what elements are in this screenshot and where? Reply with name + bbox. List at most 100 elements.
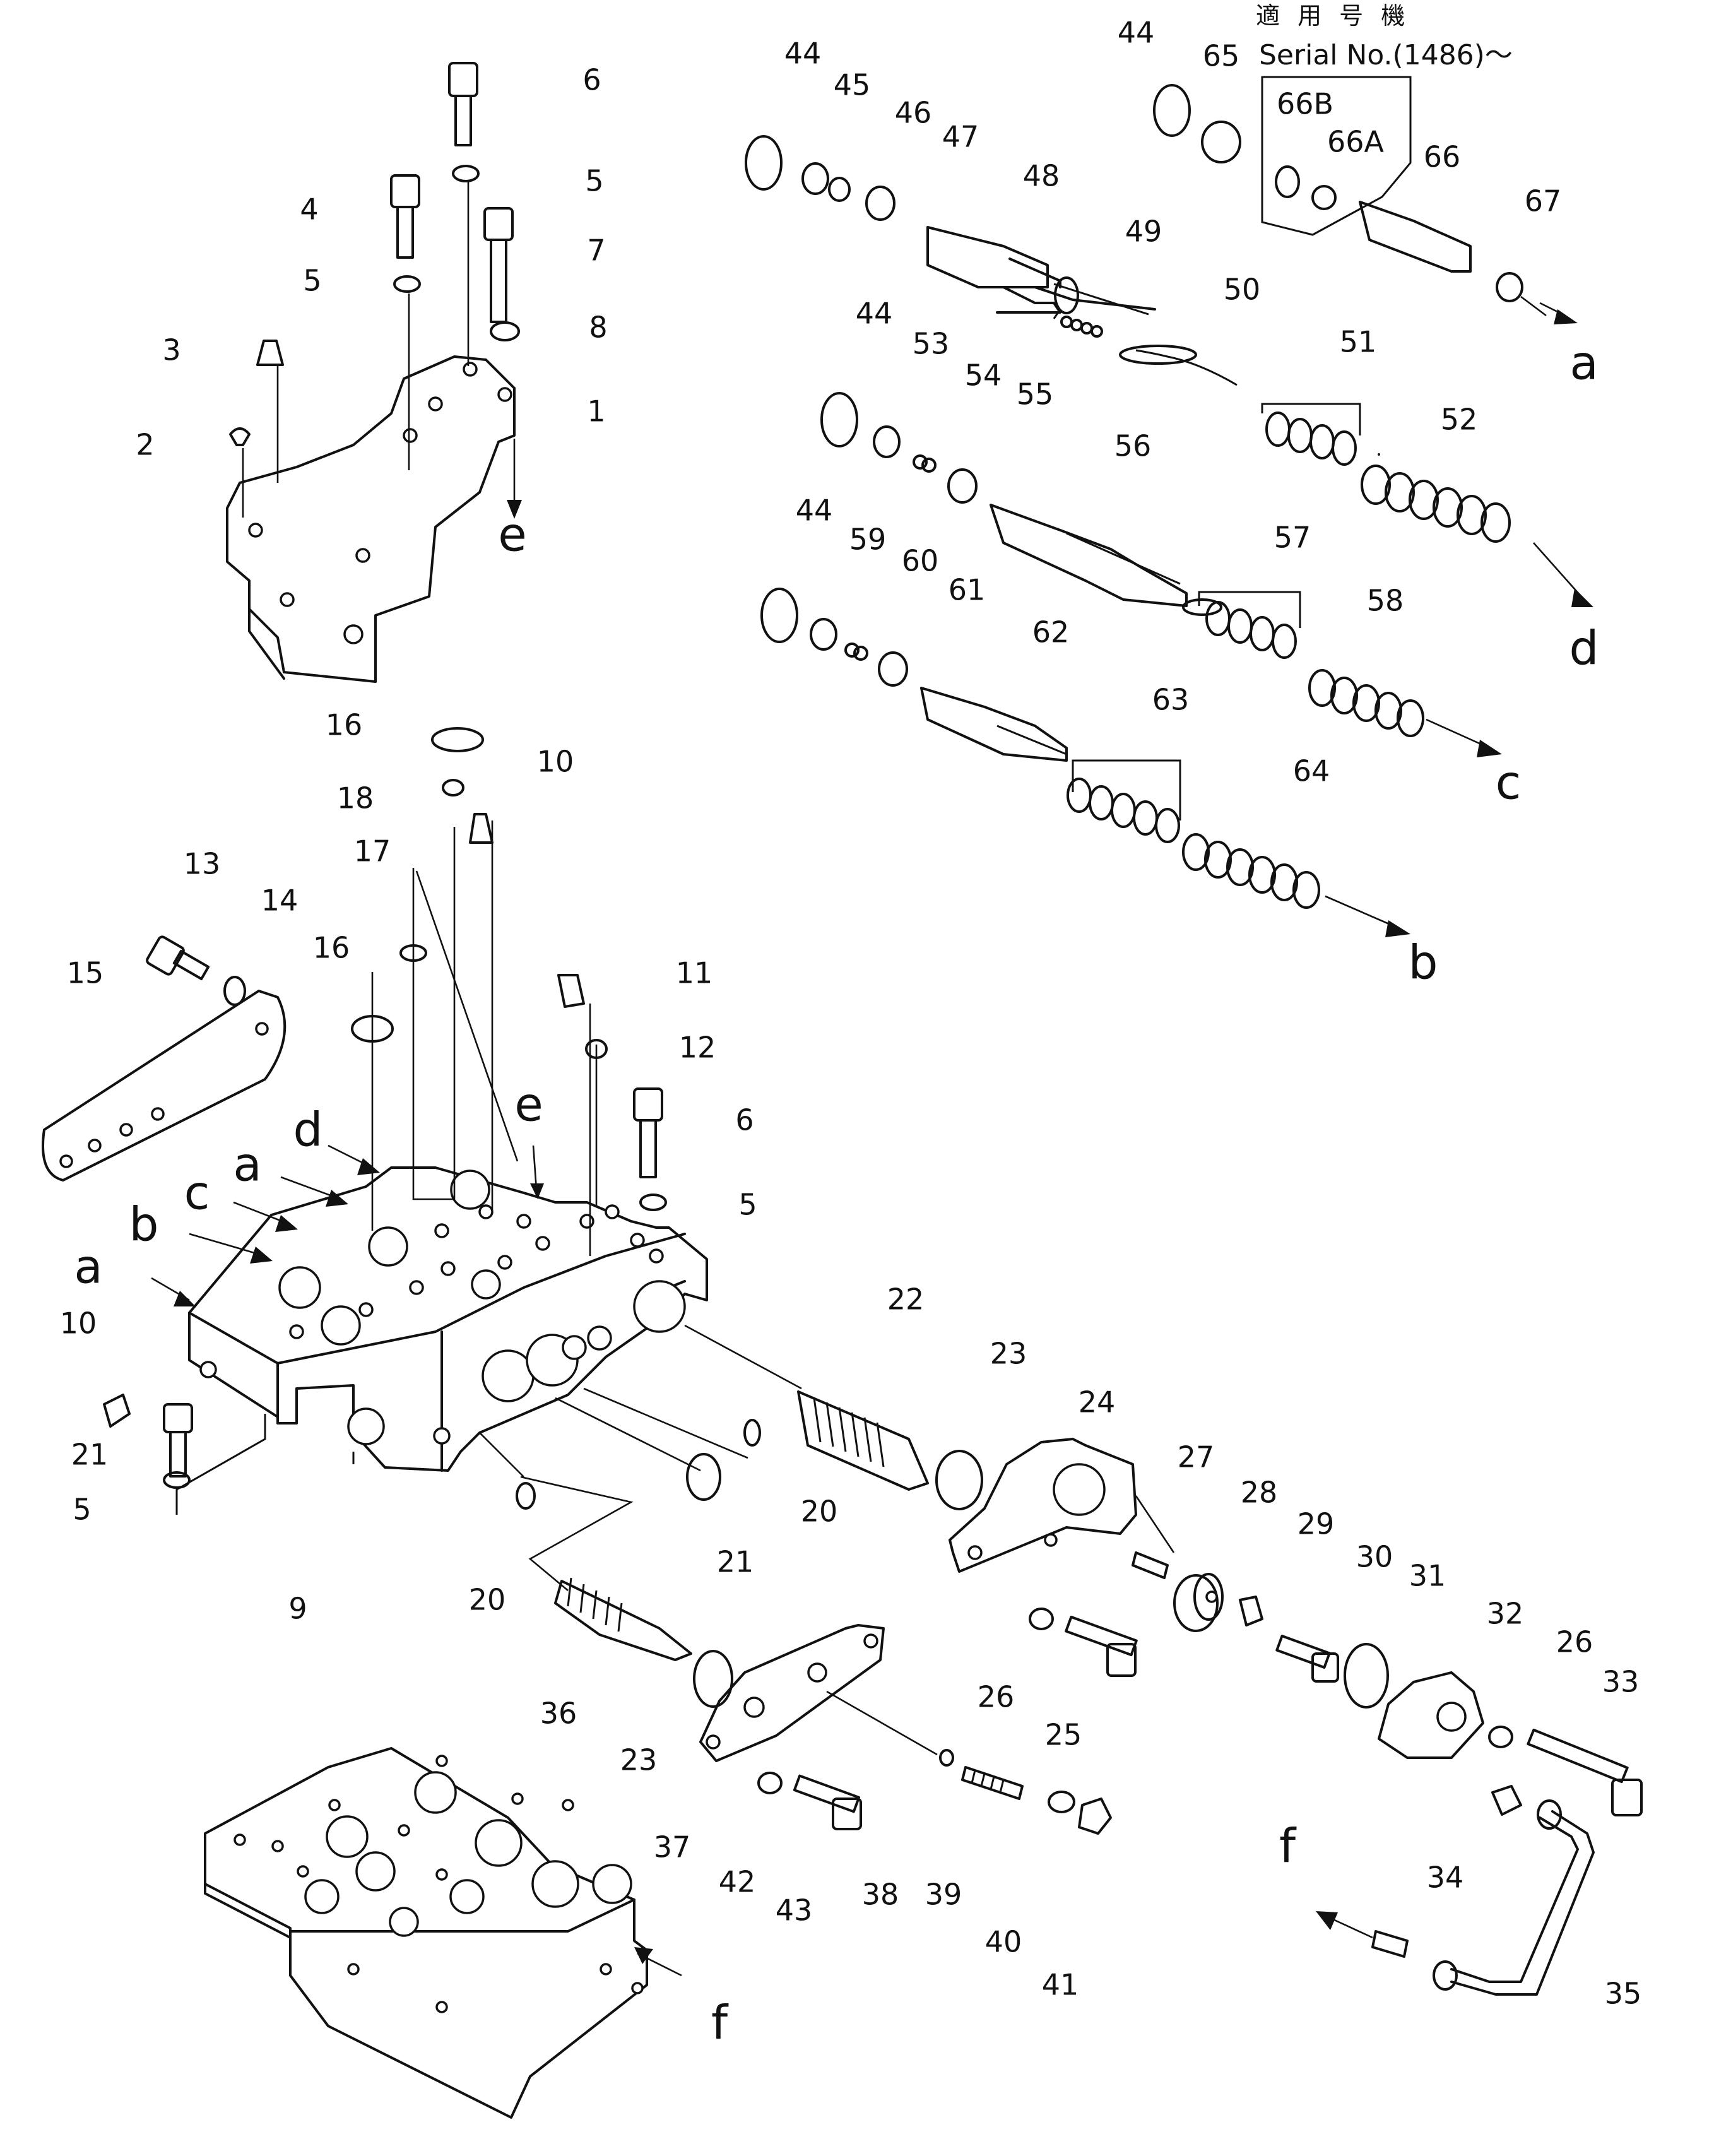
callout-labels: 1234556789101011121314151616171820202121… <box>60 16 1642 2011</box>
callout-c29: 29 <box>1297 1507 1335 1541</box>
bolt-33 <box>1527 1728 1643 1816</box>
callout-c25: 25 <box>1045 1718 1082 1752</box>
callout-c20a: 20 <box>801 1495 838 1529</box>
ref-letter-rf1: f <box>1279 1820 1297 1874</box>
callout-c1: 1 <box>587 394 605 429</box>
sleeve-22 <box>797 1390 929 1491</box>
bolt-25 <box>1065 1615 1138 1677</box>
bolt-6-body <box>633 1087 663 1178</box>
callout-c5b: 5 <box>303 264 321 298</box>
callout-c11: 11 <box>676 956 713 990</box>
callout-c14: 14 <box>261 884 298 918</box>
callout-c38: 38 <box>862 1878 899 1912</box>
callout-c16b: 16 <box>313 931 350 965</box>
bolt-21 <box>163 1403 193 1478</box>
callout-c4: 4 <box>300 192 318 227</box>
pipe-35 <box>1433 1799 1595 1996</box>
callout-c44c: 44 <box>856 297 893 331</box>
callout-c6a: 6 <box>582 63 601 97</box>
callout-c15: 15 <box>67 956 104 990</box>
ref-letter-rc2: c <box>184 1166 210 1221</box>
stud-39 <box>961 1766 1024 1800</box>
callout-c42: 42 <box>719 1865 756 1899</box>
callout-c44a: 44 <box>784 37 822 71</box>
callout-c26a: 26 <box>978 1680 1015 1714</box>
ref-letter-rd2: d <box>293 1103 323 1158</box>
washer-5-left-body <box>163 1471 191 1489</box>
callout-c24: 24 <box>1079 1385 1116 1419</box>
callout-c60: 60 <box>902 544 939 578</box>
callout-c31: 31 <box>1409 1559 1446 1593</box>
callout-c39: 39 <box>925 1878 962 1912</box>
cap-28 <box>1173 1573 1224 1632</box>
fitting-34 <box>1491 1785 1522 1816</box>
callout-c20b: 20 <box>469 1583 506 1617</box>
cover-plate <box>226 355 516 683</box>
serial-note-line1: 適 用 号 機 <box>1256 2 1410 30</box>
callout-c58: 58 <box>1367 584 1404 618</box>
spool-row-c <box>760 588 1502 762</box>
callout-c10b: 10 <box>60 1306 97 1341</box>
o-ring-16 <box>351 1015 394 1043</box>
plug-2 <box>229 427 251 446</box>
callout-c21a: 21 <box>717 1545 754 1579</box>
block-24 <box>949 1438 1137 1573</box>
callout-c9: 9 <box>288 1592 307 1626</box>
callout-c57: 57 <box>1274 521 1311 555</box>
o-ring-23-lower <box>693 1650 733 1708</box>
ref-letter-ra: a <box>1569 336 1598 391</box>
callout-c47: 47 <box>942 120 979 154</box>
ref-letter-rb: b <box>1409 936 1438 990</box>
spool-row-b <box>1067 759 1410 937</box>
washer-5-body <box>639 1194 667 1211</box>
callout-c52: 52 <box>1441 403 1478 437</box>
spool-row-a-extra <box>1153 84 1547 317</box>
callout-c5a: 5 <box>585 164 603 198</box>
plug-18 <box>442 779 464 797</box>
callout-c37: 37 <box>654 1830 691 1864</box>
serial-bracket <box>1261 76 1412 236</box>
washer-26 <box>1029 1608 1054 1630</box>
callout-c27: 27 <box>1178 1440 1215 1474</box>
callout-c8: 8 <box>589 311 607 345</box>
ref-letter-re2: e <box>514 1078 543 1132</box>
callout-c65: 65 <box>1203 39 1240 73</box>
flange-37 <box>699 1624 885 1762</box>
o-ring-21 <box>686 1453 721 1501</box>
o-ring-38 <box>939 1749 954 1767</box>
bolt-13 <box>146 935 210 981</box>
ref-letter-ra2: a <box>233 1138 261 1192</box>
ref-letter-rc: c <box>1496 756 1522 810</box>
plug-12 <box>585 1039 608 1059</box>
washer-14 <box>223 976 246 1006</box>
callout-c54: 54 <box>965 358 1002 393</box>
main-block <box>204 1747 648 2119</box>
callout-c18: 18 <box>337 781 374 815</box>
washer-42 <box>757 1772 783 1794</box>
ref-letter-rd: d <box>1569 622 1599 676</box>
callout-c35: 35 <box>1605 1977 1642 2011</box>
washer-5-left <box>393 275 421 293</box>
callout-c5c: 5 <box>738 1188 757 1222</box>
washer-26-right <box>1488 1726 1513 1748</box>
plug-3 <box>256 340 284 366</box>
callout-c66A: 66A <box>1327 125 1385 159</box>
callout-c23b: 23 <box>620 1743 658 1777</box>
o-ring-31 <box>1344 1643 1389 1709</box>
o-ring-17 <box>399 944 427 962</box>
callout-c51: 51 <box>1340 325 1377 359</box>
washer-5-top <box>452 165 480 182</box>
callout-c26b: 26 <box>1556 1625 1593 1659</box>
bolt-7 <box>483 207 514 323</box>
callout-c66B: 66B <box>1277 87 1333 121</box>
ref-letter-re1: e <box>498 508 527 562</box>
callout-c3: 3 <box>162 333 180 367</box>
callout-c45: 45 <box>834 68 871 102</box>
callout-c6b: 6 <box>735 1103 754 1137</box>
spool-row-a <box>745 135 1578 466</box>
washer-40 <box>1048 1791 1075 1813</box>
plate-15 <box>42 990 287 1182</box>
callout-c41: 41 <box>1042 1968 1079 2002</box>
bolt-30 <box>1275 1635 1339 1683</box>
